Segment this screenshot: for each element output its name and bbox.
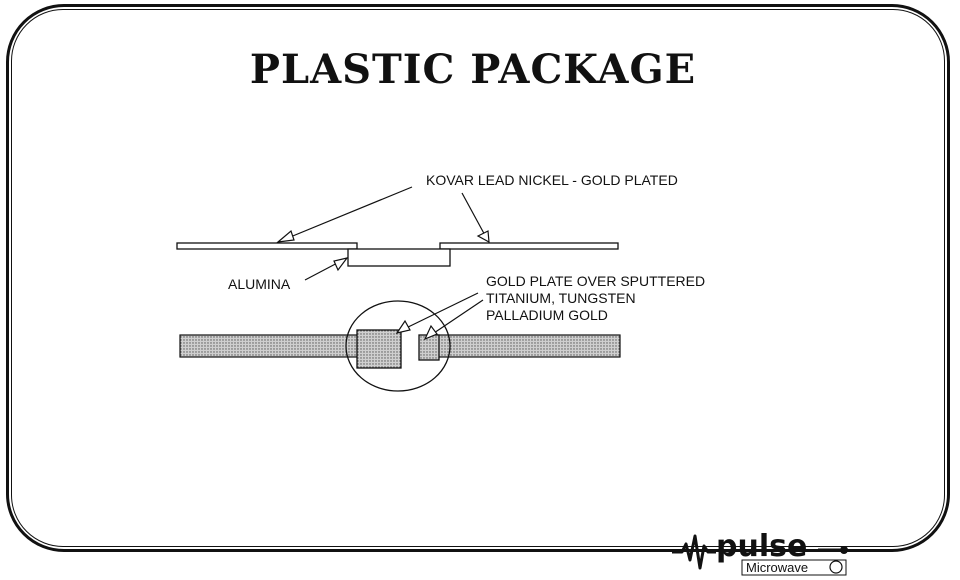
right-lead-side <box>439 242 619 250</box>
kovar-lead-label: KOVAR LEAD NICKEL - GOLD PLATED <box>426 172 678 188</box>
kovar-arrow-left <box>276 229 295 243</box>
left-lead-top <box>179 334 361 358</box>
gold-arrow-right <box>423 324 438 341</box>
logo-emblem-icon <box>829 560 843 574</box>
logo-pulse-wave-icon <box>672 534 716 570</box>
slide-frame-outer <box>6 4 950 552</box>
alumina-label: ALUMINA <box>228 276 291 292</box>
logo-tail-dot <box>840 546 848 554</box>
slide-title: PLASTIC PACKAGE <box>249 46 697 93</box>
gold-plate-label-line3: PALLADIUM GOLD <box>486 307 608 323</box>
gold-pad-right <box>418 334 440 361</box>
kovar-callout-left <box>282 186 413 241</box>
gold-plate-label-line2: TITANIUM, TUNGSTEN <box>486 290 636 306</box>
alumina-substrate <box>347 248 451 267</box>
gold-plate-label-line1: GOLD PLATE OVER SPUTTERED <box>486 273 705 289</box>
gold-pad-left <box>356 329 402 369</box>
gold-arrow-left <box>395 319 411 334</box>
logo-sub-text: Microwave <box>746 560 808 575</box>
gold-callout-right <box>430 299 484 336</box>
kovar-callout-right <box>461 192 488 240</box>
gold-callout-left <box>401 292 479 331</box>
pulse-microwave-logo: pulse Microwave <box>672 529 848 576</box>
right-lead-top <box>436 334 621 358</box>
detail-ellipse <box>345 300 451 392</box>
slide-frame-inner <box>11 9 945 547</box>
left-lead-side <box>176 242 358 250</box>
alumina-arrow <box>333 257 349 272</box>
logo-sub-box <box>741 559 847 576</box>
kovar-arrow-right <box>476 230 490 244</box>
logo-brand-text: pulse <box>716 529 807 564</box>
